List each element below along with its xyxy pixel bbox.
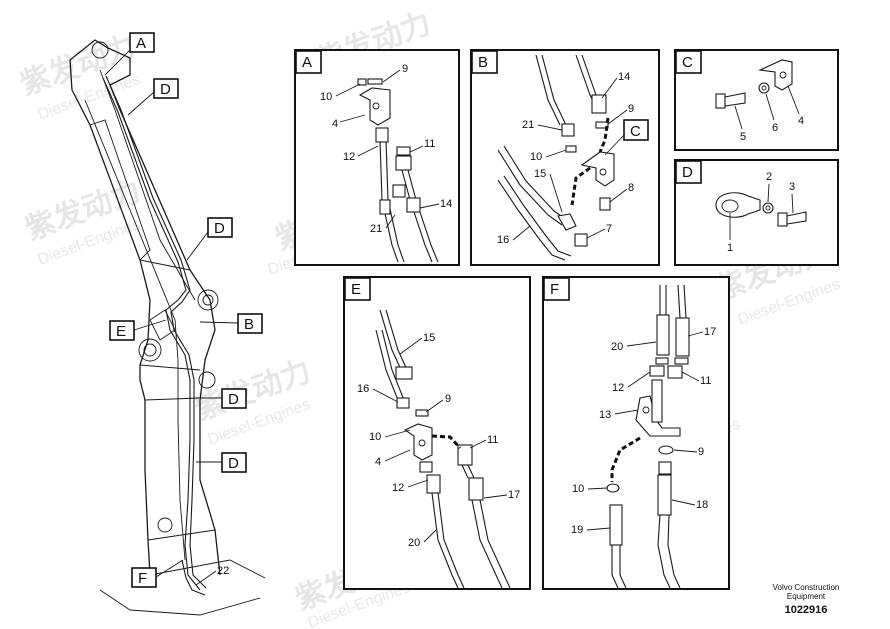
panel-e-part-10: 10 — [369, 431, 381, 443]
panel-e-part-15: 15 — [423, 332, 435, 344]
panel-f: F 17 20 12 11 13 9 10 — [542, 276, 730, 590]
panel-e-part-17: 17 — [508, 489, 520, 501]
overview-callout-d4: D — [196, 452, 247, 473]
panel-d: D 2 3 1 — [674, 159, 839, 266]
panel-c-title: C — [682, 54, 693, 71]
panel-f-part-13: 13 — [599, 409, 611, 421]
panel-c-part-5: 5 — [740, 131, 746, 143]
panel-b-part-10: 10 — [530, 151, 542, 163]
panel-f-part-19: 19 — [571, 524, 583, 536]
svg-text:22: 22 — [217, 565, 229, 577]
panel-e-part-20: 20 — [408, 537, 420, 549]
svg-text:D: D — [214, 220, 225, 237]
panel-b-part-9: 9 — [628, 103, 634, 115]
svg-text:E: E — [116, 323, 126, 340]
panel-b-part-8: 8 — [628, 182, 634, 194]
boom-overview: A D D B E D D — [69, 32, 266, 616]
panel-f-part-17: 17 — [704, 326, 716, 338]
panel-e-title: E — [351, 281, 361, 298]
panel-f-part-18: 18 — [696, 499, 708, 511]
svg-text:D: D — [228, 391, 239, 408]
panel-e-part-9: 9 — [445, 393, 451, 405]
overview-callout-d2: D — [186, 217, 233, 261]
panel-a-part-4: 4 — [332, 118, 338, 130]
overview-callout-d1: D — [127, 78, 179, 116]
panel-c-part-4: 4 — [798, 115, 804, 127]
svg-text:C: C — [630, 123, 641, 140]
panel-e-part-4: 4 — [375, 456, 381, 468]
panel-d-part-3: 3 — [789, 181, 795, 193]
panel-a-title: A — [302, 54, 312, 71]
panel-d-part-2: 2 — [766, 171, 772, 183]
panel-b-part-16: 16 — [497, 234, 509, 246]
panel-f-part-9: 9 — [698, 446, 704, 458]
overview-callout-e: E — [109, 319, 167, 341]
panel-a-part-9: 9 — [402, 63, 408, 75]
panel-b: B C 14 9 21 10 15 8 — [470, 49, 660, 266]
overview-callout-f: F — [131, 559, 184, 588]
panel-b-ref-c: C — [604, 119, 649, 156]
panel-a-part-21: 21 — [370, 223, 382, 235]
panel-f-part-11: 11 — [700, 375, 711, 387]
panel-f-part-10: 10 — [572, 483, 584, 495]
panel-a: A 9 10 4 11 12 14 21 — [294, 49, 460, 266]
panel-b-part-7: 7 — [606, 223, 612, 235]
overview-part-22: 22 — [195, 565, 229, 586]
overview-callout-b: B — [199, 313, 263, 334]
panel-e-part-12: 12 — [392, 482, 404, 494]
panel-d-part-1: 1 — [727, 242, 733, 254]
footer-brand-line2: Equipment — [786, 592, 826, 601]
svg-text:A: A — [136, 35, 146, 52]
svg-text:D: D — [228, 455, 239, 472]
footer-brand: Volvo Construction Equipment — [766, 583, 846, 601]
footer-brand-line1: Volvo Construction — [772, 583, 840, 592]
svg-text:F: F — [138, 570, 147, 587]
panel-d-title: D — [682, 164, 693, 181]
panel-b-title: B — [478, 54, 488, 71]
panel-f-part-12: 12 — [612, 382, 624, 394]
panel-f-title: F — [550, 281, 559, 298]
panel-b-part-21: 21 — [522, 119, 534, 131]
panel-c: C 5 6 4 — [674, 49, 839, 151]
panel-a-part-14: 14 — [440, 198, 452, 210]
panel-b-part-15: 15 — [534, 168, 546, 180]
svg-text:D: D — [160, 81, 171, 98]
panel-e-part-16: 16 — [357, 383, 369, 395]
svg-text:B: B — [244, 316, 254, 333]
panel-f-part-20: 20 — [611, 341, 623, 353]
overview-callout-a: A — [104, 32, 155, 76]
panel-b-part-14: 14 — [618, 71, 630, 83]
panel-c-part-6: 6 — [772, 122, 778, 134]
panel-a-part-12: 12 — [343, 151, 355, 163]
overview-callout-d3: D — [196, 388, 247, 409]
panel-e: E 15 16 9 10 11 4 12 17 — [343, 276, 531, 590]
panel-a-part-11: 11 — [424, 138, 435, 150]
panel-e-part-11: 11 — [487, 434, 498, 446]
panel-a-part-10: 10 — [320, 91, 332, 103]
footer-number: 1022916 — [784, 604, 828, 616]
